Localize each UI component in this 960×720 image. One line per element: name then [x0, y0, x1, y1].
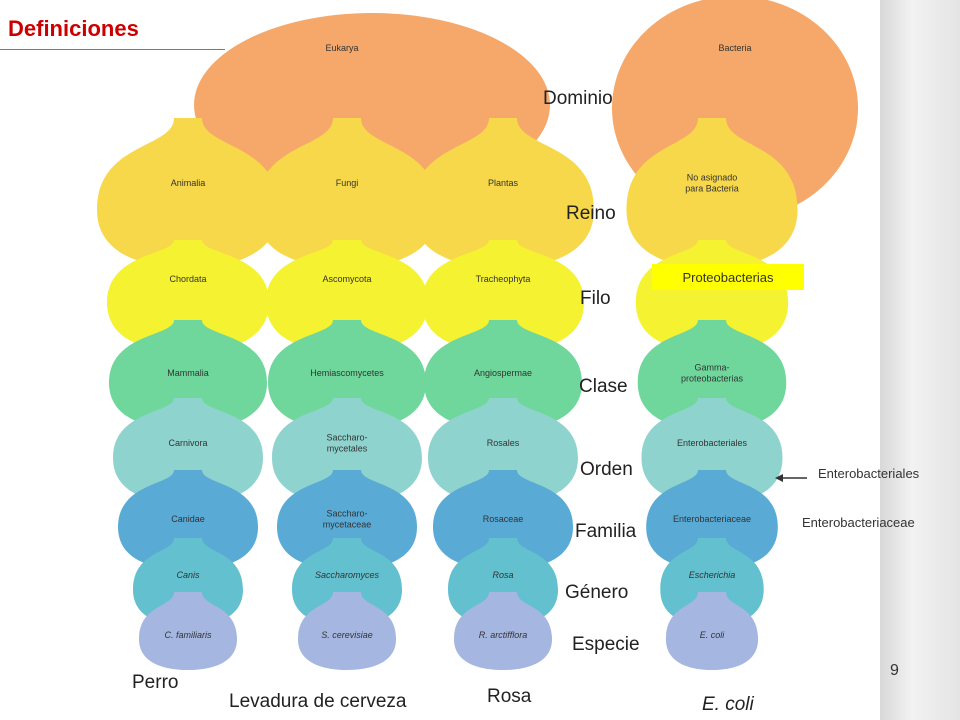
common-name-perro: Perro: [132, 672, 179, 693]
rank-especie: Especie: [572, 634, 640, 655]
drop-levadura-1: [266, 240, 428, 352]
taxon-rosa-1: Tracheophyta: [476, 274, 531, 284]
taxon-rosa-4: Rosaceae: [483, 514, 524, 524]
taxon-perro-0: Animalia: [171, 178, 206, 188]
taxon-levadura-1: Ascomycota: [322, 274, 371, 284]
page-edge-shadow: [880, 0, 960, 720]
drop-levadura-0: [256, 118, 438, 268]
common-name-rosa: Rosa: [487, 686, 532, 707]
page-number: 9: [890, 662, 899, 679]
drop-ecoli-6: [665, 592, 759, 670]
taxon-levadura-4-line-1: mycetaceae: [323, 520, 372, 530]
drop-perro-0: [97, 118, 279, 268]
drop-rosa-3: [428, 398, 578, 504]
drop-perro-5: [133, 538, 243, 626]
common-name-levadura: Levadura de cerveza: [229, 691, 407, 712]
taxon-levadura-3-line-0: Saccharo-: [326, 433, 367, 443]
taxon-rosa-2: Angiospermae: [474, 368, 532, 378]
taxon-rosa-0: Plantas: [488, 178, 519, 188]
taxon-ecoli-2-line-1: proteobacterias: [681, 374, 744, 384]
drop-rosa-2: [424, 320, 582, 430]
drop-ecoli-3: [641, 398, 783, 504]
drop-perro-4: [118, 470, 258, 570]
taxon-levadura-2: Hemiascomycetes: [310, 368, 384, 378]
taxon-levadura-6: S. cerevisiae: [321, 630, 373, 640]
common-name-ecoli: E. coli: [702, 694, 754, 715]
drop-levadura-2: [268, 320, 426, 430]
taxon-perro-4: Canidae: [171, 514, 205, 524]
rank-filo: Filo: [580, 288, 611, 309]
taxon-levadura-4-line-0: Saccharo-: [326, 509, 367, 519]
drop-ecoli-5: [660, 538, 764, 626]
drop-ecoli-4: [646, 470, 778, 570]
taxon-ecoli-3: Enterobacteriales: [677, 438, 748, 448]
taxon-perro-2: Mammalia: [167, 368, 209, 378]
taxon-perro-3: Carnivora: [168, 438, 207, 448]
taxon-perro-1: Chordata: [169, 274, 206, 284]
drop-perro-1: [107, 240, 269, 352]
taxon-ecoli-5: Escherichia: [689, 570, 736, 580]
drop-perro-3: [113, 398, 263, 504]
drop-perro-2: [109, 320, 267, 430]
taxon-levadura-5: Saccharomyces: [315, 570, 380, 580]
taxon-perro-6: C. familiaris: [164, 630, 212, 640]
taxon-ecoli-6: E. coli: [700, 630, 726, 640]
rank-reino: Reino: [566, 203, 616, 224]
drop-levadura-3: [272, 398, 422, 504]
taxon-rosa-3: Rosales: [487, 438, 520, 448]
drop-levadura-6: [298, 592, 396, 670]
drop-levadura-4: [277, 470, 417, 570]
drop-perro-6: [139, 592, 237, 670]
drop-ecoli-0: [626, 118, 798, 268]
annotation-enterobacteriales: Enterobacteriales: [818, 466, 920, 481]
drop-rosa-5: [448, 538, 558, 626]
taxon-ecoli-0-line-1: para Bacteria: [685, 184, 739, 194]
drop-ecoli-2: [637, 320, 787, 430]
taxon-levadura-0: Fungi: [336, 178, 359, 188]
rank-familia: Familia: [575, 521, 637, 542]
annotation-enterobacteriaceae: Enterobacteriaceae: [802, 515, 915, 530]
rank-clase: Clase: [579, 376, 628, 397]
taxon-rosa-5: Rosa: [492, 570, 513, 580]
taxon-ecoli-2-line-0: Gamma-: [694, 363, 729, 373]
rank-orden: Orden: [580, 459, 633, 480]
rank-genero: Género: [565, 582, 629, 603]
taxon-ecoli-4: Enterobacteriaceae: [673, 514, 751, 524]
slide-title: Definiciones: [8, 16, 139, 41]
drop-rosa-4: [433, 470, 573, 570]
taxon-perro-5: Canis: [176, 570, 200, 580]
drop-levadura-5: [292, 538, 402, 626]
drop-rosa-0: [412, 118, 594, 268]
annotation-proteobacterias: Proteobacterias: [652, 264, 804, 290]
taxon-ecoli-0-line-0: No asignado: [687, 173, 738, 183]
domain-eukarya-label: Eukarya: [325, 43, 358, 53]
domain-bacteria-label: Bacteria: [718, 43, 751, 53]
title-divider: [0, 49, 225, 50]
rank-dominio: Dominio: [543, 88, 613, 109]
taxon-rosa-6: R. arctifflora: [479, 630, 528, 640]
drop-rosa-1: [422, 240, 584, 352]
arrow-left-icon: [775, 474, 807, 482]
taxon-levadura-3-line-1: mycetales: [327, 444, 368, 454]
drop-rosa-6: [454, 592, 552, 670]
